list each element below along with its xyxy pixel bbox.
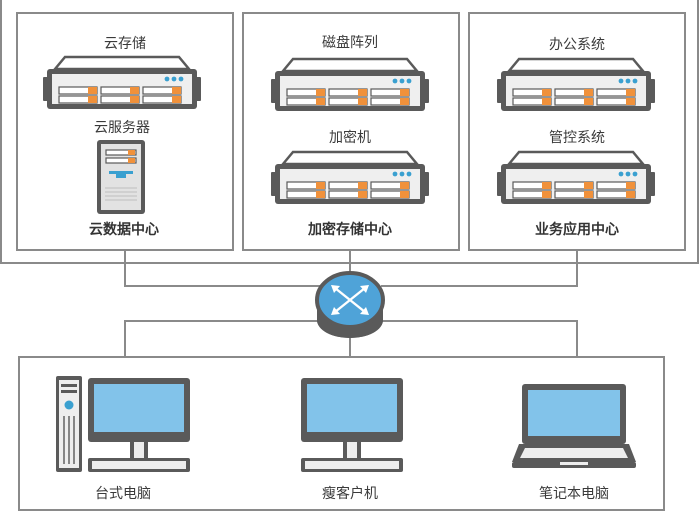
title-cloud-datacenter: 云数据中心 <box>89 222 159 238</box>
rack-server-icon-control-system <box>497 150 655 204</box>
label-encryption-machine: 加密机 <box>329 130 371 146</box>
laptop-icon <box>512 384 636 468</box>
panel-encrypted-storage-center <box>242 12 460 251</box>
label-cloud-storage: 云存储 <box>104 36 146 52</box>
rack-server-icon-disk-array <box>271 57 429 111</box>
rack-server-icon-encryption-machine <box>271 150 429 204</box>
label-thin-client: 瘦客户机 <box>322 486 378 502</box>
title-encrypted-storage-center: 加密存储中心 <box>308 222 392 238</box>
label-office-system: 办公系统 <box>549 37 605 53</box>
rack-server-icon-cloud-storage <box>43 55 201 109</box>
label-desktop: 台式电脑 <box>95 486 151 502</box>
router-icon <box>315 271 385 338</box>
label-laptop: 笔记本电脑 <box>539 486 609 502</box>
thin-client-icon <box>301 378 403 472</box>
label-control-system: 管控系统 <box>549 130 605 146</box>
rack-server-icon-office-system <box>497 57 655 111</box>
label-disk-array: 磁盘阵列 <box>322 35 378 51</box>
desktop-computer-icon <box>56 376 190 472</box>
label-cloud-server: 云服务器 <box>94 120 150 136</box>
title-business-app-center: 业务应用中心 <box>535 222 619 238</box>
panel-business-app-center <box>468 12 686 251</box>
bottom-connectors <box>124 320 578 356</box>
tower-server-icon <box>97 140 145 214</box>
